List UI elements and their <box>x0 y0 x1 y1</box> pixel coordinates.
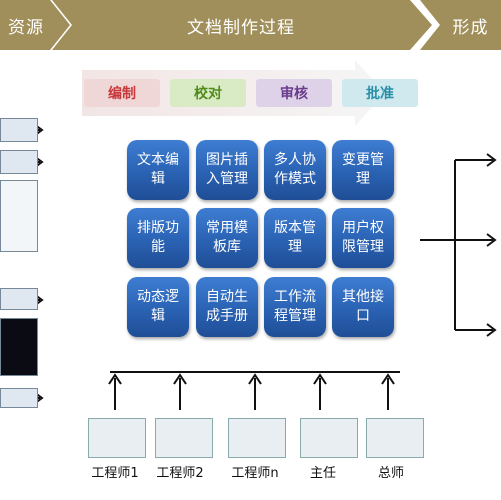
person-engineer2: 工程师2 <box>156 466 204 481</box>
step-proofread: 校对 <box>170 79 246 107</box>
func-template-lib: 常用模板库 <box>196 208 258 268</box>
resource-thumbnail-4 <box>0 288 38 310</box>
resource-thumbnail-6 <box>0 388 38 408</box>
engineer1-thumbnail <box>88 418 146 458</box>
func-multi-collab: 多人协作模式 <box>264 140 326 200</box>
person-chief-engineer: 总师 <box>377 466 404 481</box>
resource-thumbnail-3 <box>0 180 38 252</box>
step-review: 审核 <box>256 79 332 107</box>
func-other-api: 其他接口 <box>332 277 394 337</box>
resource-thumbnail-2 <box>0 150 38 174</box>
engineern-thumbnail <box>228 418 286 458</box>
process-banner: 资源 文档制作过程 形成 <box>0 0 501 52</box>
step-review-label: 审核 <box>280 86 308 102</box>
func-version-mgmt: 版本管理 <box>264 208 326 268</box>
step-approve: 批准 <box>342 79 418 107</box>
step-approve-label: 批准 <box>366 86 394 102</box>
func-user-perm: 用户权限管理 <box>332 208 394 268</box>
banner-left-label: 资源 <box>8 17 44 38</box>
person-director: 主任 <box>309 466 336 481</box>
func-layout: 排版功能 <box>127 208 189 268</box>
chief-engineer-thumbnail <box>366 418 424 458</box>
engineer2-thumbnail <box>155 418 213 458</box>
func-change-mgmt: 变更管理 <box>332 140 394 200</box>
person-engineern: 工程师n <box>231 466 279 481</box>
resource-thumbnail-1 <box>0 118 38 142</box>
step-proofread-label: 校对 <box>194 86 222 102</box>
step-edit: 编制 <box>84 79 160 107</box>
func-text-edit: 文本编辑 <box>127 140 189 200</box>
person-engineer1: 工程师1 <box>91 466 139 481</box>
step-edit-label: 编制 <box>108 86 136 102</box>
banner-arrows <box>0 0 501 50</box>
func-auto-manual: 自动生成手册 <box>196 277 258 337</box>
func-image-insert: 图片插入管理 <box>196 140 258 200</box>
resource-thumbnail-5 <box>0 318 38 376</box>
banner-center-label: 文档制作过程 <box>187 17 295 38</box>
func-workflow: 工作流程管理 <box>264 277 326 337</box>
func-dynamic-logic: 动态逻辑 <box>127 277 189 337</box>
banner-right-label: 形成 <box>452 17 489 38</box>
director-thumbnail <box>300 418 358 458</box>
